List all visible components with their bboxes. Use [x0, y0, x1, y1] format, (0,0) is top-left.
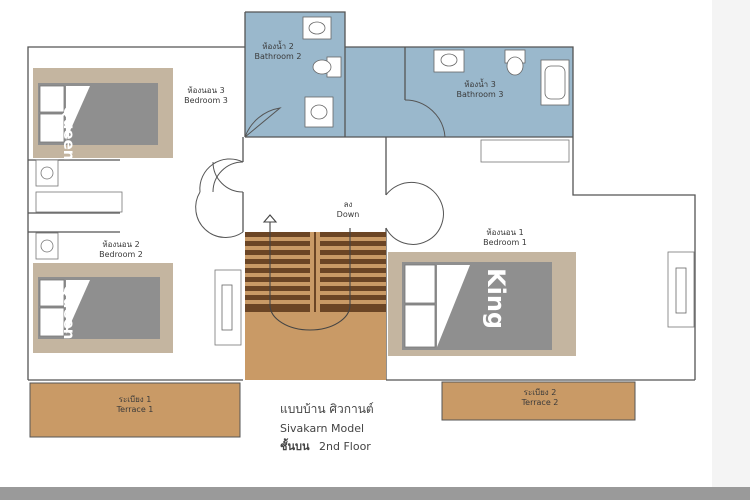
bedroom-2-label-th: ห้องนอน 2 [102, 240, 140, 249]
bedroom-1-pillow-2 [404, 304, 436, 348]
bathroom-2-label: ห้องน้ำ 2 Bathroom 2 [248, 42, 308, 62]
caption-model-th: แบบบ้าน ศิวกานต์ [280, 402, 374, 416]
stairs-label-th: ลง [343, 200, 353, 209]
tv-icon [675, 267, 687, 314]
bedroom-2-bed-label: Queen [60, 285, 78, 340]
bedroom-1-label-th: ห้องนอน 1 [486, 228, 524, 237]
bathtub-icon [540, 59, 570, 106]
bedroom-3-sheet-fold [66, 86, 90, 140]
plan-caption: แบบบ้าน ศิวกานต์ Sivakarn Model ชั้นบน 2… [280, 402, 374, 454]
caption-floor-th: ชั้นบน [280, 440, 310, 453]
bedroom-3-bed-label: Queen [60, 106, 78, 161]
bedroom-1-wardrobe [480, 139, 570, 163]
bedroom-1-pillow-1 [404, 264, 436, 304]
stairs [245, 232, 386, 312]
terrace-2-label-en: Terrace 2 [521, 398, 559, 407]
lamp-icon [40, 166, 54, 180]
nightstand-bedroom-2 [35, 232, 59, 260]
nightstand-bedroom-3 [35, 159, 59, 187]
caption-model-en: Sivakarn Model [280, 422, 365, 435]
bedroom-3-wardrobe [35, 191, 123, 213]
bedroom-3-pillow-1 [39, 85, 65, 113]
sink-icon [433, 49, 465, 73]
bedroom-3-label: ห้องนอน 3 Bedroom 3 [172, 86, 240, 106]
terrace-1-label: ระเบียง 1 Terrace 1 [100, 395, 170, 415]
terrace-2-label-th: ระเบียง 2 [523, 388, 557, 397]
bathroom-2-label-en: Bathroom 2 [254, 52, 302, 61]
bedroom-1-sheet-fold [437, 265, 470, 347]
tv-icon [221, 284, 233, 331]
terrace-1 [29, 382, 241, 438]
bedroom-1-bed-label: King [482, 268, 510, 330]
bedroom-3-pillow-2 [39, 113, 65, 143]
terrace-1-label-en: Terrace 1 [116, 405, 154, 414]
bathroom-2-label-th: ห้องน้ำ 2 [262, 42, 294, 51]
stairs-label-en: Down [336, 210, 360, 219]
terrace-2 [441, 381, 636, 421]
bathroom-3-label: ห้องน้ำ 3 Bathroom 3 [445, 80, 515, 100]
bedroom-3-label-en: Bedroom 3 [184, 96, 228, 105]
bedroom-1-label-en: Bedroom 1 [483, 238, 527, 247]
bedroom-2-pillow-2 [39, 307, 65, 337]
bedroom-2-pillow-1 [39, 279, 65, 307]
bedroom-2-label-en: Bedroom 2 [99, 250, 143, 259]
terrace-1-label-th: ระเบียง 1 [118, 395, 152, 404]
terrace-2-label: ระเบียง 2 Terrace 2 [505, 388, 575, 408]
bottom-bar [0, 487, 750, 500]
stairs-label: ลง Down [328, 200, 368, 220]
page-margin [712, 0, 750, 487]
bedroom-2-sheet-fold [66, 280, 90, 334]
caption-floor-en: 2nd Floor [319, 440, 371, 453]
sink-icon [304, 96, 334, 128]
lamp-icon [40, 239, 54, 253]
bathroom-3-label-en: Bathroom 3 [456, 90, 504, 99]
caption-floor: ชั้นบน 2nd Floor [280, 439, 374, 454]
bathroom-3-label-th: ห้องน้ำ 3 [464, 80, 496, 89]
door-swings [195, 99, 446, 245]
stair-arrow [262, 214, 351, 331]
sink-icon [302, 16, 332, 40]
bedroom-3-label-th: ห้องนอน 3 [187, 86, 225, 95]
bathroom-fixtures [302, 16, 570, 128]
bedroom-2-label: ห้องนอน 2 Bedroom 2 [86, 240, 156, 260]
bedroom-1-label: ห้องนอน 1 Bedroom 1 [470, 228, 540, 248]
